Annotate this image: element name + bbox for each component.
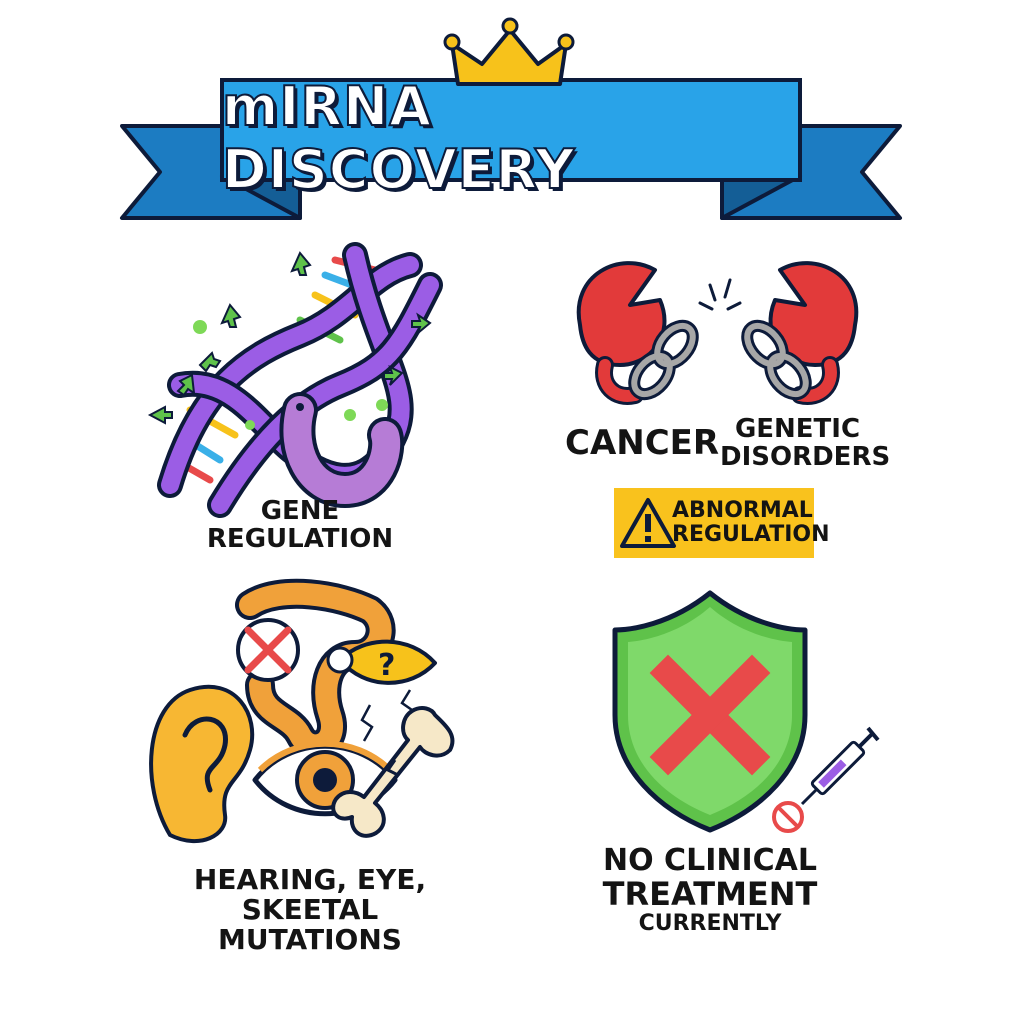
syringe-icon — [772, 726, 880, 833]
warning-icon — [620, 498, 676, 548]
mutations-illustration: ? — [149, 578, 455, 844]
ribbon-graphic — [120, 17, 902, 220]
bone-icon — [331, 706, 455, 838]
dna-icon — [147, 242, 443, 518]
crab-claw-icon — [576, 261, 859, 405]
mutations-panel: ? HEARING, EYE, SKEETAL MUTATIONS — [140, 578, 480, 955]
crown-icon — [443, 17, 575, 86]
page-title: mIRNA DISCOVERY — [221, 74, 576, 202]
gene-regulation-caption: GENE REGULATION — [206, 496, 394, 555]
ear-icon — [149, 684, 255, 844]
gene-regulation-panel: GENE REGULATION — [140, 235, 460, 565]
cancer-panel: CANCER GENETIC DISORDERS — [560, 245, 891, 575]
genetic-disorders-caption: GENETIC DISORDERS — [720, 414, 891, 473]
treatment-panel: NO CLINICAL TREATMENT CURRENTLY — [590, 585, 890, 955]
worm-icon — [279, 392, 405, 509]
cross-icon — [649, 654, 771, 776]
shield-icon — [612, 590, 880, 833]
no-sign-icon — [236, 618, 300, 682]
mutations-caption: HEARING, EYE, SKEETAL MUTATIONS — [193, 863, 427, 957]
abnormal-regulation-badge: ABNORMAL REGULATION — [614, 488, 830, 558]
treatment-caption: NO CLINICAL TREATMENT CURRENTLY — [602, 843, 818, 936]
svg-text:?: ? — [378, 648, 395, 683]
title-banner: mIRNA DISCOVERY — [0, 0, 1024, 240]
cancer-label: CANCER — [565, 423, 720, 463]
